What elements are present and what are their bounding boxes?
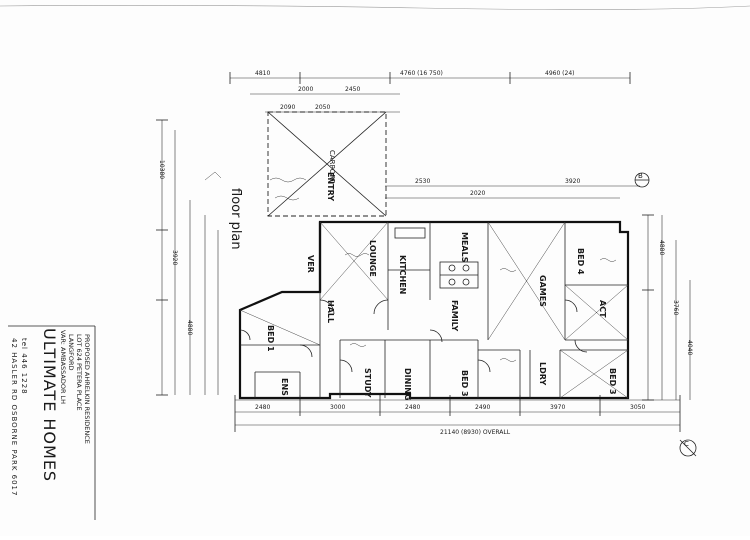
dim-right-a: 4880 <box>658 240 665 255</box>
project-line-1: PROPOSED AHRELKIN RESIDENCE <box>83 334 91 444</box>
company-address: 42 HASLER RD OSBORNE PARK 6017 <box>10 338 18 496</box>
dim-top-e: 2450 <box>345 86 360 93</box>
dim-top-c: 4960 (24) <box>545 70 575 77</box>
dim-top-j: 3920 <box>565 178 580 185</box>
svg-text:C: C <box>684 440 689 448</box>
section-marker-b: B <box>634 172 650 188</box>
room-family: FAMILY <box>450 300 459 332</box>
section-marker-c: C <box>679 439 697 457</box>
room-meals: MEALS <box>460 232 469 263</box>
room-entry: ENTRY <box>326 172 335 201</box>
dim-bottom-f: 3050 <box>630 404 645 411</box>
room-study: STUDY <box>363 368 372 398</box>
dim-top-i: 2020 <box>470 190 485 197</box>
dimension-lines <box>156 72 691 432</box>
title-block: ULTIMATE HOMES 42 HASLER RD OSBORNE PARK… <box>8 325 96 520</box>
kitchen-bench <box>394 227 479 289</box>
svg-text:B: B <box>638 172 643 180</box>
room-laundry: LDRY <box>538 362 547 385</box>
room-bed3: BED 3 <box>460 370 469 397</box>
annotation-scribbles <box>204 171 617 362</box>
carport-label: CARPORT <box>328 150 336 184</box>
dim-bottom-c: 2480 <box>405 404 420 411</box>
dim-bottom-overall: 21140 (8930) OVERALL <box>440 429 511 436</box>
project-line-2: LOT 624 PETERA PLACE <box>75 334 83 411</box>
dim-left-a: 10380 <box>158 160 165 179</box>
project-line-4: VAR: AMBASSADOR LH <box>59 330 67 404</box>
room-kitchen: KITCHEN <box>398 255 407 294</box>
dim-right-c: 4040 <box>686 340 693 355</box>
company-tel: tel 446 1228 <box>20 338 28 395</box>
dim-right-b: 3760 <box>672 300 679 315</box>
dim-top-d: 2000 <box>298 86 313 93</box>
dim-top-g: 2090 <box>280 104 295 111</box>
exterior-walls <box>238 220 630 400</box>
room-bed3b: BED 3 <box>608 368 617 395</box>
dim-bottom-b: 3000 <box>330 404 345 411</box>
dim-top-b: 4760 (16 750) <box>400 70 443 77</box>
room-lounge: LOUNGE <box>368 240 377 277</box>
interior-walls <box>240 222 628 398</box>
company-name: ULTIMATE HOMES <box>40 328 59 482</box>
door-swings <box>239 299 588 373</box>
room-dining: DINING <box>403 368 412 401</box>
dim-left-b: 3920 <box>171 250 178 265</box>
room-ver: VER <box>306 255 315 273</box>
room-hall: HALL <box>326 300 335 323</box>
dim-top-a: 4810 <box>255 70 270 77</box>
dim-top-h: 2530 <box>415 178 430 185</box>
room-ens: ENS <box>280 378 289 396</box>
dimension-labels: 4810 4760 (16 750) 4960 (24) 2000 2450 2… <box>158 70 693 436</box>
room-bed1: BED 1 <box>266 325 275 352</box>
dim-left-c: 4880 <box>186 320 193 335</box>
room-games: GAMES <box>538 275 547 307</box>
dim-bottom-a: 2480 <box>255 404 270 411</box>
sheet-title: floor plan <box>228 188 243 250</box>
room-bed4: BED 4 <box>576 248 585 275</box>
dim-bottom-d: 2490 <box>475 404 490 411</box>
scan-edge <box>0 5 750 10</box>
ceiling-hatching <box>239 221 629 399</box>
dim-top-f: 2050 <box>315 104 330 111</box>
room-labels: BED 1 HALL VER LOUNGE KITCHEN MEALS FAMI… <box>266 172 617 401</box>
room-act: ACT <box>598 300 607 318</box>
project-line-3: LANGFORD <box>67 334 75 371</box>
dim-bottom-e: 3970 <box>550 404 565 411</box>
